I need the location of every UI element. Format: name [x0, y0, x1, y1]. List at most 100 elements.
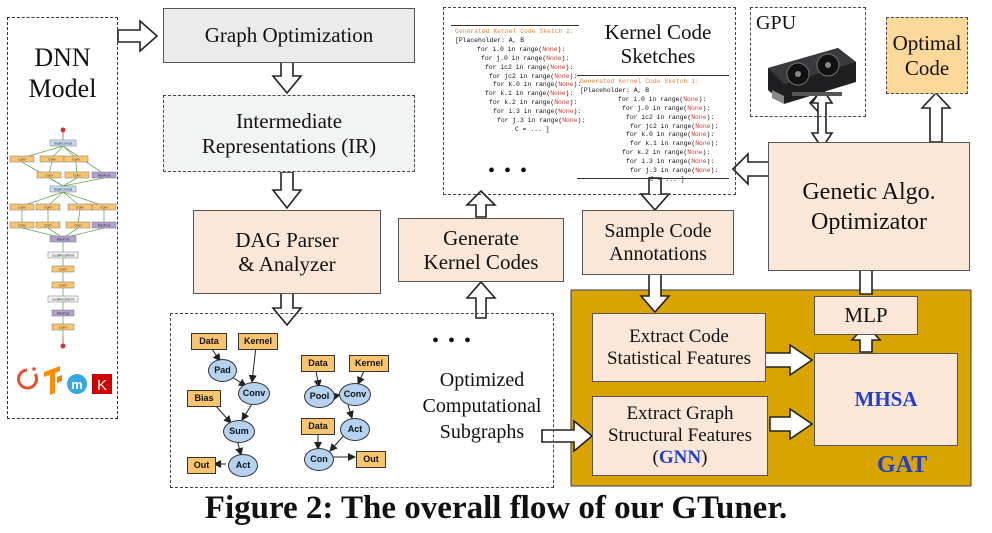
dag-label-line1: DAG Parser [235, 227, 339, 252]
extract-graph-features-box: Extract Graph Structural Features (GNN) [592, 396, 768, 476]
graph-optimization-label: Graph Optimization [204, 23, 374, 48]
keras-icon: K [92, 374, 112, 394]
sketch2-code-line: for k.2 in range(None): [489, 99, 578, 107]
sample-label-line2: Annotations [609, 242, 707, 265]
sketch1-code-line: for k.1 in range(None): [630, 140, 719, 148]
sketch2-code: Generated Kernel Code Sketch 2:[Placehol… [455, 28, 586, 135]
dnn-layer-label: MaxPool [98, 224, 111, 228]
ecs-label-line2: Statistical Features [606, 347, 752, 369]
mhsa-box: MHSA [814, 353, 958, 446]
dnn-layer-label: Conv [18, 224, 26, 228]
sketch1-code-line: for j.3 in range(None): [630, 167, 719, 175]
dnn-layer-label: Conv [72, 158, 80, 162]
sketch1-code-line: for k.2 in range(None): [622, 149, 711, 157]
sketches-ellipsis: • • • [488, 160, 530, 182]
sketch1-code-line: for i.0 in range(None): [618, 95, 707, 103]
sketch2-code-line: for k.1 in range(None): [485, 90, 574, 98]
dnn-layer-label: Conv [45, 174, 53, 178]
dnn-layer-node [91, 203, 117, 211]
dag-parser-box: DAG Parser & Analyzer [193, 210, 381, 294]
sketch1-code: Generated Kernel Code Sketch 1:[Placehol… [580, 78, 732, 185]
gat-label: GAT [877, 452, 928, 478]
dnn-layer-label: Conv [48, 158, 56, 162]
sketch2-code-line: for jc2 in range(None): [489, 72, 578, 80]
dnn-layer-node [65, 221, 91, 229]
arrow-subgraphs-to-generate [465, 280, 497, 319]
sketch2-code-line: for k.0 in range(None): [493, 81, 582, 89]
egs-label-line2: Structural Features [607, 425, 753, 447]
g2-data2-node: Data [301, 418, 335, 435]
optimized-subgraphs-box [170, 313, 554, 488]
dnn-output-dot [60, 343, 66, 349]
dnn-layer-label: DepthConcat [54, 188, 73, 192]
dnn-layer-node [49, 235, 77, 243]
generate-label-line2: Kernel Codes [423, 250, 539, 274]
dnn-title-line1: DNN [34, 43, 91, 72]
dnn-layer-label: DepthConcat [54, 142, 73, 146]
gnn-close-paren: ) [701, 446, 708, 468]
sketches-title: Kernel Code Sketches [583, 20, 733, 68]
sketch2-code-line: for j.3 in range(None): [497, 117, 586, 125]
generate-kernel-codes-box: Generate Kernel Codes [398, 218, 564, 282]
arrow-ga-to-optimal [920, 91, 952, 143]
dnn-layer-label: Conv [73, 174, 81, 178]
gpu-label: GPU [756, 12, 797, 34]
dnn-layer-node [49, 139, 77, 147]
sketch2-code-line: for i.3 in range(None): [493, 108, 582, 116]
dnn-layer-node [91, 171, 117, 179]
ir-box: Intermediate Representations (IR) [163, 95, 415, 172]
dnn-layer-node [35, 221, 61, 229]
dnn-layer-node [9, 155, 35, 163]
g1-out-node: Out [187, 457, 216, 474]
sketch2-code-line: for j.0 in range(None): [481, 54, 570, 62]
sample-label-line1: Sample Code [604, 219, 712, 242]
dnn-layer-node [9, 221, 35, 229]
g1-sum-node: Sum [223, 420, 255, 443]
arrow-graphopt-to-ir [271, 57, 303, 95]
arrow-generate-to-sketches [465, 189, 497, 218]
arrow-subgraphs-to-egs [541, 419, 594, 453]
sketch1-code-line: for j.0 in range(None): [622, 104, 711, 112]
mlp-box: MLP [814, 296, 918, 335]
arrow-dnn-to-graphopt [117, 19, 159, 53]
optimal-code-box: Optimal Code [886, 17, 968, 94]
sketch1-bottom-rule [577, 178, 729, 179]
dnn-model-box [7, 17, 118, 419]
dnn-layer-node [64, 171, 90, 179]
dnn-layer-node [91, 221, 117, 229]
dnn-layer-label: MaxPool [57, 312, 70, 316]
pytorch-icon [17, 367, 38, 390]
mxnet-icon: m [67, 374, 87, 394]
g1-kernel-node: Kernel [238, 333, 278, 350]
figure-caption: Figure 2: The overall flow of our GTuner… [204, 490, 788, 526]
g1-act-node: Act [228, 454, 258, 477]
arrow-gpu-ga-double [810, 86, 834, 150]
g2-data-node: Data [301, 355, 335, 372]
dnn-layer-node [51, 323, 75, 331]
dnn-layer-node [36, 171, 62, 179]
sketch1-code-line: C = ... ] [650, 175, 685, 183]
arrow-ga-to-sketches [731, 152, 771, 186]
arrow-sample-to-extract [639, 272, 671, 314]
dnn-layer-node [51, 281, 75, 289]
g2-con-node: Con [304, 448, 334, 471]
dnn-layer-label: Conv [44, 206, 52, 210]
extract-code-features-box: Extract Code Statistical Features [592, 313, 766, 382]
dnn-model-title: DNN Model [7, 42, 118, 104]
sketch1-code-line: for jc2 in range(None): [630, 122, 719, 130]
sketch2-header: Generated Kernel Code Sketch 2: [455, 28, 574, 35]
dnn-layer-label: Conv [74, 224, 82, 228]
kernel-code-sketches-box [443, 7, 736, 195]
ga-label-line1: Genetic Algo. [802, 178, 936, 205]
ecs-label-line1: Extract Code [629, 325, 729, 347]
dnn-layer-label: Conv [59, 284, 67, 288]
generate-label-line1: Generate [443, 225, 519, 250]
sample-code-annotations-box: Sample Code Annotations [582, 210, 734, 275]
gnn-open-paren: ( [652, 446, 659, 468]
mhsa-label: MHSA [854, 387, 918, 412]
dnn-layer-node [63, 155, 89, 163]
dnn-layer-node [35, 203, 61, 211]
dnn-layer-label: Conv [44, 224, 52, 228]
subgraphs-ellipsis: • • • [432, 330, 474, 352]
